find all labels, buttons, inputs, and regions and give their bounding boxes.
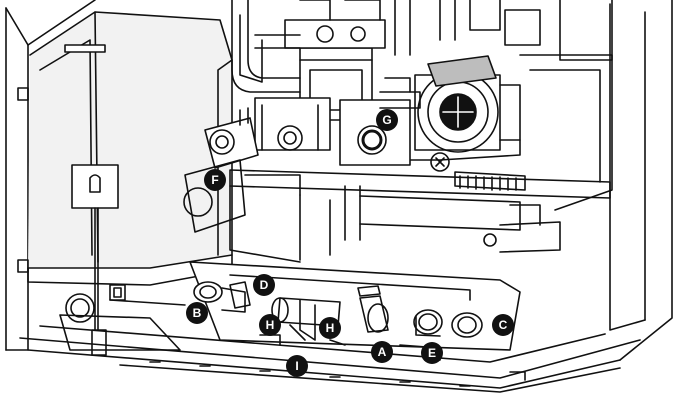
connection-E-pipe <box>413 309 443 337</box>
svg-text:A: A <box>378 345 387 359</box>
connection-C-pipe <box>451 312 483 338</box>
callout-A: A <box>371 341 393 363</box>
wall-plug-bracket <box>71 164 119 209</box>
circulation-pump <box>379 55 521 161</box>
svg-text:D: D <box>260 278 269 292</box>
callout-C: C <box>492 314 514 336</box>
callout-I: I <box>286 355 308 377</box>
connection-D-pipe <box>229 281 251 309</box>
callout-F: F <box>204 169 226 191</box>
callout-B: B <box>186 302 208 324</box>
front-lip <box>119 364 621 393</box>
callout-E: E <box>421 342 443 364</box>
callout-H-left: H <box>259 314 281 336</box>
svg-text:E: E <box>428 346 436 360</box>
callout-G: G <box>376 109 398 131</box>
connection-B-pipe <box>193 281 223 303</box>
bottom-tray <box>59 314 181 351</box>
svg-text:H: H <box>266 318 275 332</box>
casing-floor <box>27 349 621 389</box>
callout-D: D <box>253 274 275 296</box>
casing-right-wall <box>619 0 673 361</box>
casing-left-wall <box>5 7 29 351</box>
svg-text:B: B <box>193 306 202 320</box>
cable-coil <box>65 293 95 323</box>
svg-text:C: C <box>499 318 508 332</box>
chassis-frame <box>559 0 613 61</box>
connection-A-elbow <box>357 285 389 333</box>
svg-text:G: G <box>382 113 391 127</box>
pump-head-shaded <box>427 55 497 87</box>
svg-text:I: I <box>295 359 298 373</box>
svg-text:H: H <box>326 321 335 335</box>
diverter-valve <box>254 97 331 151</box>
svg-text:F: F <box>211 173 218 187</box>
callout-H-right: H <box>319 317 341 339</box>
